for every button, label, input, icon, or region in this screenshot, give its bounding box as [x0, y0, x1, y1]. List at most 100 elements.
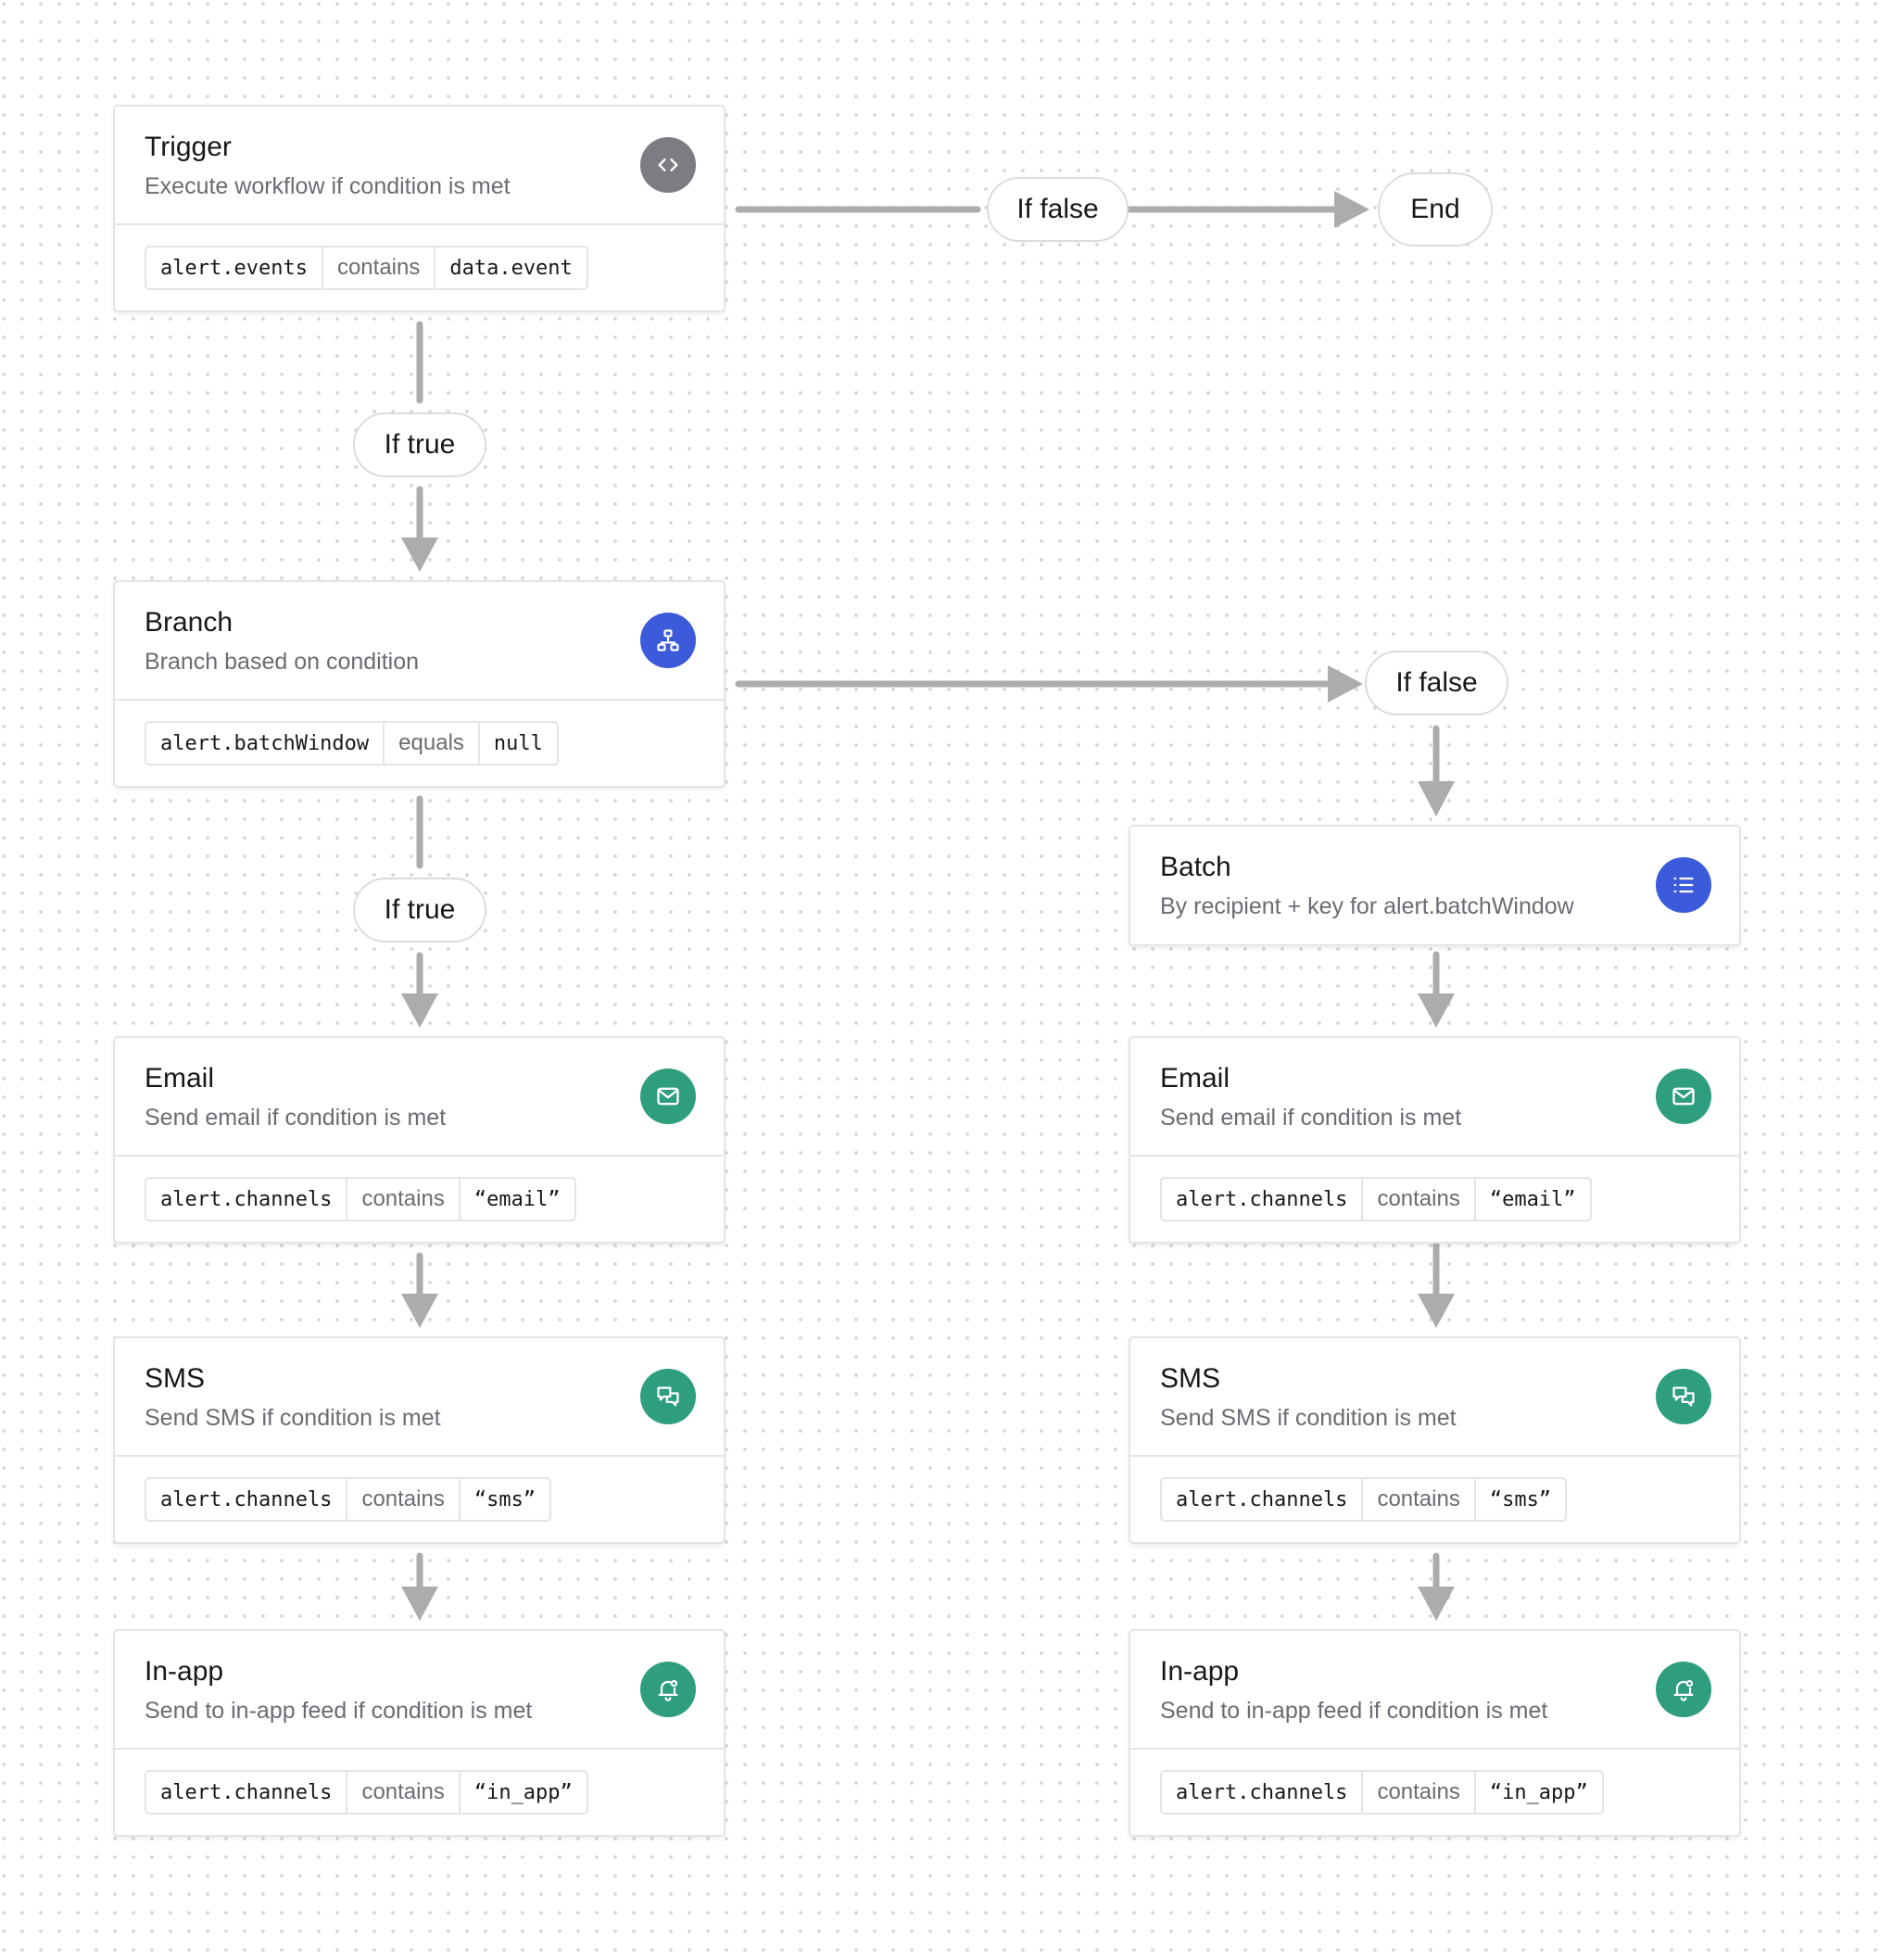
- node-title: Email: [145, 1063, 215, 1094]
- chat-icon: [1656, 1369, 1711, 1424]
- node-condition: alert.channels contains “email”: [115, 1155, 724, 1242]
- condition-field: alert.channels: [160, 1780, 333, 1804]
- mail-icon: [640, 1069, 696, 1124]
- edge-label-branch-if-true[interactable]: If true: [353, 878, 486, 942]
- condition-field: alert.channels: [1176, 1780, 1348, 1804]
- node-header: In-app Send to in-app feed if condition …: [1130, 1631, 1739, 1748]
- node-condition: alert.channels contains “in_app”: [115, 1748, 724, 1835]
- condition-chips[interactable]: alert.channels contains “sms”: [145, 1477, 552, 1522]
- condition-value: “email”: [458, 1179, 574, 1220]
- arrowhead-email-right: [1418, 993, 1455, 1028]
- condition-value: “sms”: [1473, 1479, 1565, 1520]
- inapp-node-right[interactable]: In-app Send to in-app feed if condition …: [1129, 1629, 1741, 1837]
- node-title: Branch: [145, 607, 233, 638]
- node-title: Trigger: [145, 132, 232, 162]
- condition-field: alert.channels: [160, 1187, 333, 1211]
- condition-field: alert.events: [160, 256, 308, 280]
- node-subtitle: Send to in-app feed if condition is met: [145, 1698, 533, 1724]
- condition-value: “email”: [1473, 1179, 1590, 1220]
- node-header: SMS Send SMS if condition is met: [1130, 1338, 1739, 1455]
- node-header: In-app Send to in-app feed if condition …: [115, 1631, 724, 1748]
- node-title: Batch: [1160, 852, 1231, 882]
- node-condition: alert.channels contains “sms”: [1130, 1455, 1739, 1542]
- node-header: Trigger Execute workflow if condition is…: [115, 107, 724, 223]
- trigger-node[interactable]: Trigger Execute workflow if condition is…: [113, 105, 726, 312]
- condition-field: alert.channels: [160, 1487, 333, 1511]
- node-title: In-app: [1160, 1656, 1240, 1687]
- arrowhead-branch-false: [1328, 665, 1363, 702]
- node-subtitle: Send email if condition is met: [1160, 1105, 1462, 1131]
- node-header: Batch By recipient + key for alert.batch…: [1130, 827, 1739, 944]
- node-header: Email Send email if condition is met: [115, 1038, 724, 1155]
- condition-operator: contains: [346, 1479, 458, 1520]
- condition-field: alert.batchWindow: [160, 731, 370, 755]
- edge-label-branch-if-false[interactable]: If false: [1365, 651, 1508, 715]
- condition-chips[interactable]: alert.channels contains “email”: [145, 1177, 576, 1221]
- condition-value: null: [477, 723, 557, 764]
- condition-value: “in_app”: [1473, 1772, 1602, 1813]
- node-subtitle: Send email if condition is met: [145, 1105, 447, 1131]
- inapp-node-left[interactable]: In-app Send to in-app feed if condition …: [113, 1629, 726, 1837]
- condition-field: alert.channels: [1176, 1187, 1348, 1211]
- condition-operator: contains: [321, 247, 434, 288]
- mail-icon: [1656, 1069, 1711, 1124]
- condition-chips[interactable]: alert.channels contains “in_app”: [1160, 1770, 1604, 1815]
- node-condition: alert.channels contains “in_app”: [1130, 1748, 1739, 1835]
- node-condition: alert.batchWindow equals null: [115, 699, 724, 786]
- arrowhead-batch: [1418, 781, 1455, 816]
- arrowhead-email-left: [401, 993, 438, 1028]
- condition-operator: contains: [1361, 1179, 1473, 1220]
- condition-operator: contains: [1361, 1479, 1473, 1520]
- node-condition: alert.channels contains “sms”: [115, 1455, 724, 1542]
- node-condition: alert.channels contains “email”: [1130, 1155, 1739, 1242]
- arrowhead-branch: [401, 537, 438, 572]
- bell-icon: [1656, 1662, 1711, 1717]
- node-subtitle: By recipient + key for alert.batchWindow: [1160, 893, 1574, 919]
- condition-value: “sms”: [458, 1479, 549, 1520]
- condition-chips[interactable]: alert.batchWindow equals null: [145, 721, 559, 765]
- node-subtitle: Execute workflow if condition is met: [145, 173, 511, 199]
- condition-chips[interactable]: alert.events contains data.event: [145, 246, 588, 290]
- node-subtitle: Send to in-app feed if condition is met: [1160, 1698, 1548, 1724]
- node-subtitle: Send SMS if condition is met: [1160, 1405, 1457, 1431]
- condition-chips[interactable]: alert.channels contains “sms”: [1160, 1477, 1568, 1522]
- arrowhead-sms-right: [1418, 1294, 1455, 1328]
- node-condition: alert.events contains data.event: [115, 223, 724, 310]
- condition-operator: contains: [346, 1179, 458, 1220]
- arrowhead-inapp-left: [401, 1587, 438, 1621]
- branch-node[interactable]: Branch Branch based on condition alert.b…: [113, 580, 726, 788]
- condition-chips[interactable]: alert.channels contains “in_app”: [145, 1770, 588, 1815]
- node-title: In-app: [145, 1656, 224, 1687]
- code-icon: [640, 137, 696, 193]
- bell-icon: [640, 1662, 696, 1717]
- node-subtitle: Send SMS if condition is met: [145, 1405, 441, 1431]
- email-node-right[interactable]: Email Send email if condition is met ale…: [1129, 1036, 1741, 1244]
- node-header: Email Send email if condition is met: [1130, 1038, 1739, 1155]
- chat-icon: [640, 1369, 696, 1424]
- condition-operator: contains: [346, 1772, 458, 1813]
- node-header: Branch Branch based on condition: [115, 582, 724, 699]
- condition-operator: contains: [1361, 1772, 1473, 1813]
- arrowhead-sms-left: [401, 1294, 438, 1328]
- arrowhead-end: [1334, 191, 1369, 228]
- condition-chips[interactable]: alert.channels contains “email”: [1160, 1177, 1592, 1221]
- batch-node[interactable]: Batch By recipient + key for alert.batch…: [1129, 825, 1741, 946]
- sms-node-left[interactable]: SMS Send SMS if condition is met alert.c…: [113, 1336, 726, 1544]
- node-title: SMS: [1160, 1363, 1221, 1394]
- node-header: SMS Send SMS if condition is met: [115, 1338, 724, 1455]
- branch-icon: [640, 613, 696, 668]
- arrowhead-inapp-right: [1418, 1587, 1455, 1621]
- condition-value: “in_app”: [458, 1772, 587, 1813]
- email-node-left[interactable]: Email Send email if condition is met ale…: [113, 1036, 726, 1244]
- condition-operator: equals: [383, 723, 478, 764]
- list-icon: [1656, 857, 1711, 913]
- node-title: SMS: [145, 1363, 206, 1394]
- edge-label-trigger-if-true[interactable]: If true: [353, 412, 486, 477]
- edge-label-trigger-if-false[interactable]: If false: [987, 177, 1129, 242]
- condition-value: data.event: [434, 247, 586, 288]
- sms-node-right[interactable]: SMS Send SMS if condition is met alert.c…: [1129, 1336, 1741, 1544]
- end-node[interactable]: End: [1378, 172, 1493, 247]
- node-title: Email: [1160, 1063, 1230, 1094]
